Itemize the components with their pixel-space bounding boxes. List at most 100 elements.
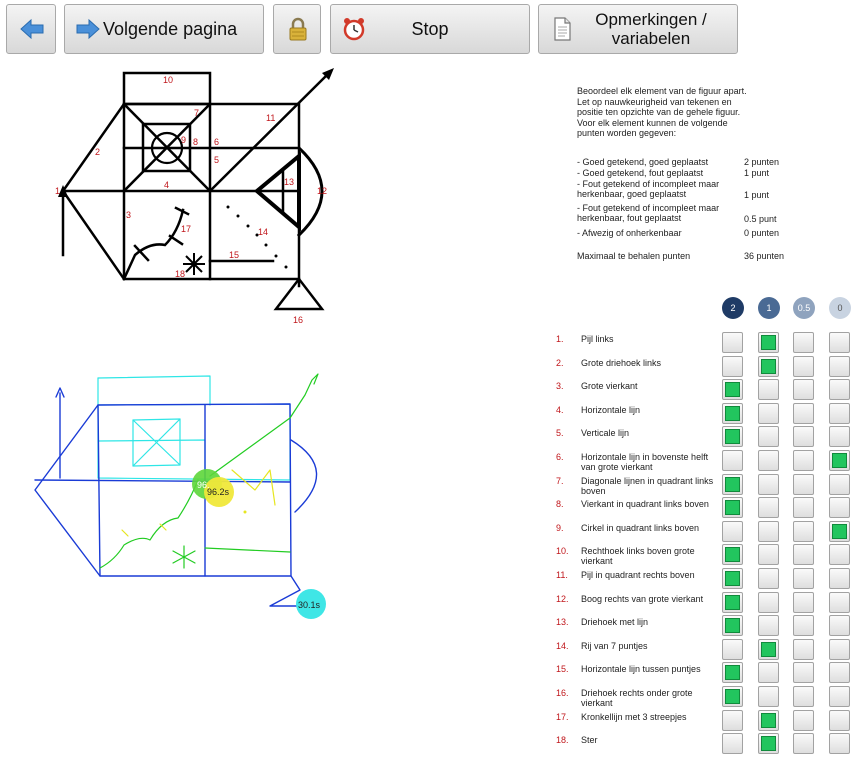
score-checkbox[interactable] bbox=[829, 544, 850, 565]
score-checkbox[interactable] bbox=[758, 521, 779, 542]
item-number: 2. bbox=[556, 358, 564, 368]
next-page-button[interactable]: Volgende pagina bbox=[64, 4, 264, 54]
figure-label-14: 14 bbox=[258, 227, 268, 237]
score-checkbox[interactable] bbox=[722, 426, 743, 447]
score-checkbox[interactable] bbox=[829, 450, 850, 471]
score-checkbox[interactable] bbox=[793, 568, 814, 589]
score-checkbox[interactable] bbox=[793, 733, 814, 754]
item-number: 8. bbox=[556, 499, 564, 509]
score-checkbox[interactable] bbox=[722, 379, 743, 400]
timer-yellow: 96.2s bbox=[207, 487, 230, 497]
score-checkbox[interactable] bbox=[829, 639, 850, 660]
score-checkbox[interactable] bbox=[829, 379, 850, 400]
score-checkbox[interactable] bbox=[758, 497, 779, 518]
score-checkbox[interactable] bbox=[829, 662, 850, 683]
figure-label-4: 4 bbox=[164, 180, 169, 190]
figure-label-9: 9 bbox=[181, 135, 186, 145]
score-checkbox[interactable] bbox=[793, 474, 814, 495]
item-number: 14. bbox=[556, 641, 569, 651]
score-checkbox[interactable] bbox=[758, 450, 779, 471]
score-checkbox[interactable] bbox=[793, 332, 814, 353]
score-checkbox[interactable] bbox=[829, 592, 850, 613]
score-checkbox[interactable] bbox=[793, 379, 814, 400]
score-checkbox[interactable] bbox=[793, 521, 814, 542]
score-checkbox[interactable] bbox=[793, 403, 814, 424]
notes-variables-button[interactable]: Opmerkingen / variabelen bbox=[538, 4, 738, 54]
item-label: Vierkant in quadrant links boven bbox=[581, 499, 709, 509]
star-mark bbox=[183, 253, 205, 275]
item-label: Horizontale lijn bbox=[581, 405, 641, 415]
score-header-3: 0 bbox=[829, 297, 851, 319]
alarm-clock-icon bbox=[343, 18, 365, 41]
score-checkbox[interactable] bbox=[722, 332, 743, 353]
score-checkbox[interactable] bbox=[722, 639, 743, 660]
score-checkbox[interactable] bbox=[722, 450, 743, 471]
score-checkbox[interactable] bbox=[793, 426, 814, 447]
score-checkbox[interactable] bbox=[793, 356, 814, 377]
score-checkbox[interactable] bbox=[722, 403, 743, 424]
score-checkbox[interactable] bbox=[758, 639, 779, 660]
score-checkbox[interactable] bbox=[793, 615, 814, 636]
timer-green: 96. bbox=[197, 480, 210, 490]
score-checkbox[interactable] bbox=[758, 710, 779, 731]
item-number: 5. bbox=[556, 428, 564, 438]
score-checkbox[interactable] bbox=[722, 615, 743, 636]
score-checkbox[interactable] bbox=[793, 639, 814, 660]
document-icon bbox=[554, 17, 571, 41]
item-number: 11. bbox=[556, 570, 568, 580]
item-label: Verticale lijn bbox=[581, 428, 630, 438]
score-checkbox[interactable] bbox=[722, 686, 743, 707]
score-checkbox[interactable] bbox=[829, 686, 850, 707]
score-checkbox[interactable] bbox=[793, 450, 814, 471]
score-checkbox[interactable] bbox=[793, 592, 814, 613]
score-checkbox[interactable] bbox=[829, 568, 850, 589]
score-checkbox[interactable] bbox=[758, 568, 779, 589]
score-checkbox[interactable] bbox=[793, 710, 814, 731]
score-checkbox[interactable] bbox=[758, 544, 779, 565]
score-checkbox[interactable] bbox=[758, 686, 779, 707]
score-checkbox[interactable] bbox=[829, 474, 850, 495]
score-checkbox[interactable] bbox=[722, 497, 743, 518]
score-checkbox[interactable] bbox=[793, 662, 814, 683]
score-checkbox[interactable] bbox=[829, 403, 850, 424]
item-label: Horizontale lijn in bovenste helft van g… bbox=[581, 452, 709, 472]
score-checkbox[interactable] bbox=[829, 710, 850, 731]
score-checkbox[interactable] bbox=[829, 521, 850, 542]
score-checkbox[interactable] bbox=[722, 592, 743, 613]
score-checkbox[interactable] bbox=[829, 497, 850, 518]
figure-label-2: 2 bbox=[95, 147, 100, 157]
item-label: Driehoek rechts onder grote vierkant bbox=[581, 688, 693, 708]
item-label: Driehoek met lijn bbox=[581, 617, 649, 627]
score-checkbox[interactable] bbox=[758, 426, 779, 447]
score-checkbox[interactable] bbox=[793, 686, 814, 707]
score-checkbox[interactable] bbox=[793, 544, 814, 565]
score-checkbox[interactable] bbox=[722, 544, 743, 565]
score-checkbox[interactable] bbox=[758, 615, 779, 636]
item-label: Horizontale lijn tussen puntjes bbox=[581, 664, 701, 674]
score-checkbox[interactable] bbox=[829, 615, 850, 636]
lock-button[interactable] bbox=[273, 4, 321, 54]
score-checkbox[interactable] bbox=[722, 568, 743, 589]
score-checkbox[interactable] bbox=[793, 497, 814, 518]
score-checkbox[interactable] bbox=[758, 474, 779, 495]
score-checkbox[interactable] bbox=[722, 356, 743, 377]
score-checkbox[interactable] bbox=[758, 733, 779, 754]
score-checkbox[interactable] bbox=[722, 662, 743, 683]
scoring-instructions: Beoordeel elk element van de figuur apar… bbox=[577, 86, 747, 138]
score-checkbox[interactable] bbox=[722, 474, 743, 495]
score-checkbox[interactable] bbox=[722, 733, 743, 754]
score-checkbox[interactable] bbox=[829, 733, 850, 754]
score-checkbox[interactable] bbox=[829, 426, 850, 447]
score-checkbox[interactable] bbox=[829, 332, 850, 353]
score-checkbox[interactable] bbox=[758, 403, 779, 424]
score-checkbox[interactable] bbox=[829, 356, 850, 377]
score-checkbox[interactable] bbox=[758, 662, 779, 683]
stop-button[interactable]: Stop bbox=[330, 4, 530, 54]
score-checkbox[interactable] bbox=[722, 710, 743, 731]
score-checkbox[interactable] bbox=[758, 592, 779, 613]
score-checkbox[interactable] bbox=[758, 379, 779, 400]
back-button[interactable] bbox=[6, 4, 56, 54]
score-checkbox[interactable] bbox=[722, 521, 743, 542]
score-checkbox[interactable] bbox=[758, 332, 779, 353]
score-checkbox[interactable] bbox=[758, 356, 779, 377]
